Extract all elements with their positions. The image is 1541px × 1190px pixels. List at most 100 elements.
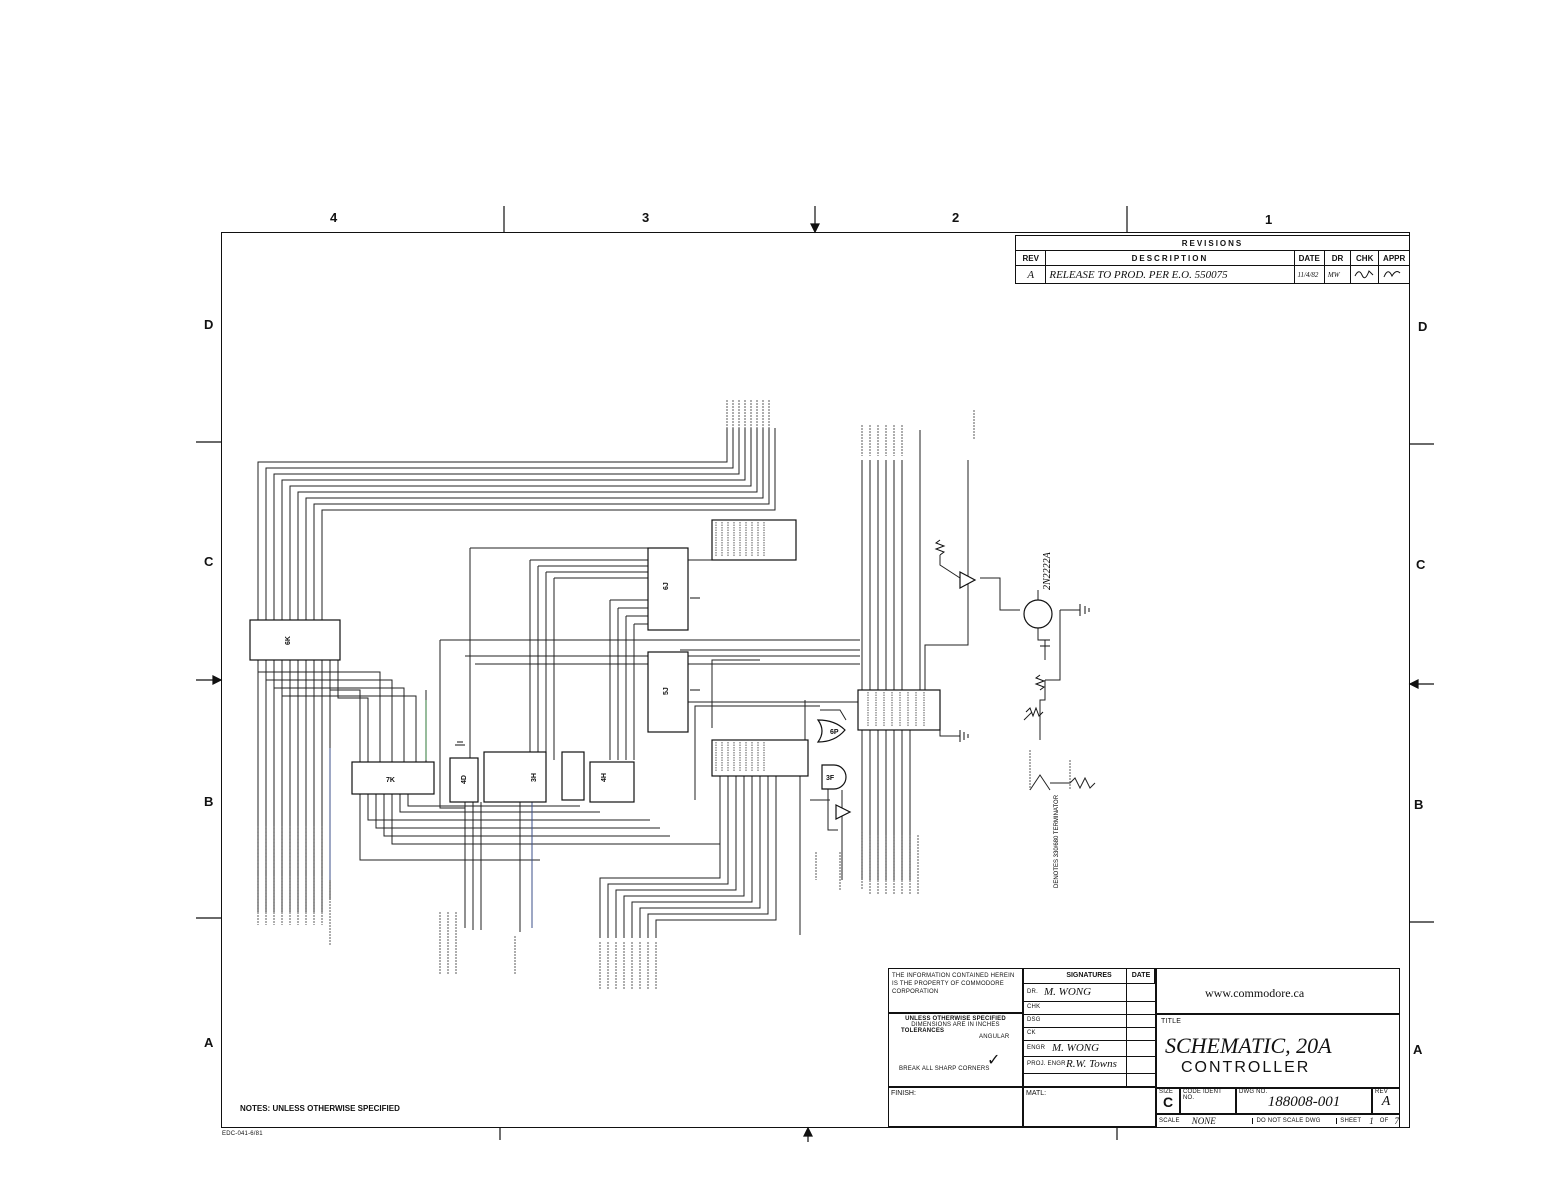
sheet-value: 1 [1369, 1116, 1374, 1126]
dsg-label: DSG [1027, 1017, 1041, 1023]
gate-6p [816, 719, 846, 743]
chip-7k [351, 761, 435, 795]
chk-label: CHK [1027, 1004, 1041, 1010]
tolerances-label: TOLERANCES [901, 1028, 945, 1034]
checkmark-icon: ✓ [987, 1052, 1001, 1069]
chip-upper-right [711, 519, 797, 561]
chip-5j [647, 651, 689, 733]
zone-row-b-left: B [204, 794, 214, 809]
chip-3f-label: 3F [826, 775, 835, 782]
zone-row-b-right: B [1414, 797, 1424, 812]
engr-name: M. WONG [1052, 1042, 1100, 1054]
zone-row-c-right: C [1416, 557, 1426, 572]
chip-3g [561, 751, 585, 801]
signal-label-print [257, 400, 1071, 990]
zone-col-4: 4 [330, 210, 338, 225]
zone-col-1: 1 [1265, 212, 1273, 227]
scale-value: NONE [1191, 1116, 1216, 1126]
transistor-label: 2N2222A [1042, 551, 1053, 590]
engr-label: ENGR [1027, 1045, 1046, 1051]
title-block-tolerances: UNLESS OTHERWISE SPECIFIED DIMENSIONS AR… [888, 1013, 1023, 1087]
dr-label: DR. [1027, 989, 1038, 995]
form-number: EDC-041-6/81 [222, 1131, 263, 1137]
chip-3h-label: 3H [531, 773, 538, 782]
title-block-code-ident: CODE IDENT NO. [1180, 1088, 1236, 1114]
break-note: BREAK ALL SHARP CORNERS [899, 1066, 990, 1072]
chip-6j-label: 6J [663, 582, 670, 590]
size-label: SIZE [1159, 1089, 1174, 1095]
rev-row-appr [1378, 265, 1410, 284]
zone-col-3: 3 [642, 210, 650, 225]
dont-scale-note: DO NOT SCALE DWG [1251, 1118, 1337, 1124]
title-block-proprietary: THE INFORMATION CONTAINED HEREIN IS THE … [888, 968, 1023, 1013]
rev-label: REV [1375, 1089, 1388, 1095]
date-header: DATE [1127, 969, 1155, 984]
of-label: OF [1379, 1118, 1389, 1124]
dwg-no-value: 188008-001 [1267, 1094, 1341, 1110]
chip-6j [647, 547, 689, 631]
chip-3h [483, 751, 547, 803]
chip-6p-label: 6P [830, 729, 839, 736]
dwg-no-label: DWG NO. [1239, 1089, 1268, 1095]
title-line1: SCHEMATIC, 20A [1165, 1033, 1332, 1058]
matl-label: MATL: [1026, 1090, 1047, 1097]
chip-4d [449, 757, 479, 803]
title-block-dwg-no: DWG NO. 188008-001 [1236, 1088, 1372, 1114]
rev-row-date: 11/4/82 [1293, 265, 1325, 284]
revisions-table: REVISIONS REV DESCRIPTION DATE DR CHK AP… [1014, 235, 1410, 284]
proj-engr-name: R.W. Towns [1066, 1058, 1117, 1070]
chip-4h [589, 761, 635, 803]
notes-label: NOTES: UNLESS OTHERWISE SPECIFIED [240, 1104, 400, 1113]
chip-6k-label: 6K [285, 636, 292, 645]
chip-right-bus [857, 689, 941, 731]
proj-engr-label: PROJ. ENGR [1027, 1061, 1066, 1067]
title-block-company: www.commodore.ca [1156, 968, 1400, 1014]
angular-label: ANGULAR [979, 1034, 1010, 1040]
title-block-signatures: SIGNATURES DR. M. WONG CHK DSG CK ENGR M… [1023, 968, 1156, 1087]
transistor-2n2222a [1023, 599, 1053, 629]
chip-mid-right [711, 739, 809, 777]
title-label: TITLE [1161, 1018, 1182, 1025]
code-ident-label: CODE IDENT NO. [1183, 1089, 1222, 1101]
chip-6k [249, 619, 341, 661]
watermark: www.commodore.ca [1205, 986, 1305, 1000]
title-block-scale-row: SCALE NONE DO NOT SCALE DWG SHEET 1 OF 7 [1156, 1114, 1400, 1128]
chk-signature-icon [1354, 270, 1374, 279]
title-block-rev: REV A [1372, 1088, 1400, 1114]
drawing-border [221, 232, 1410, 1128]
title-line2: CONTROLLER [1181, 1059, 1311, 1076]
buffer-c [959, 571, 977, 589]
of-value: 7 [1394, 1116, 1400, 1126]
title-block-matl: MATL: [1023, 1087, 1156, 1127]
proprietary-text: THE INFORMATION CONTAINED HEREIN IS THE … [892, 973, 1015, 995]
zone-row-d-right: D [1418, 319, 1428, 334]
zone-row-c-left: C [204, 554, 214, 569]
zone-row-a-left: A [204, 1035, 214, 1050]
ck-label: CK [1027, 1030, 1036, 1036]
rev-row-rev: A [1014, 265, 1047, 284]
title-block-size: SIZE C [1156, 1088, 1180, 1114]
inverter-bottom [835, 804, 852, 820]
finish-label: FINISH: [891, 1090, 916, 1097]
chip-4d-label: 4D [461, 775, 468, 784]
rev-row-chk [1350, 265, 1380, 284]
appr-signature-icon [1383, 271, 1401, 278]
unless-note: UNLESS OTHERWISE SPECIFIED [905, 1016, 1006, 1022]
dimensions-note: DIMENSIONS ARE IN INCHES [911, 1022, 1000, 1028]
rev-value: A [1381, 1094, 1391, 1109]
rev-col-appr: APPR [1378, 250, 1410, 266]
scale-label: SCALE [1159, 1118, 1180, 1124]
title-block-title: TITLE SCHEMATIC, 20A CONTROLLER [1156, 1014, 1400, 1088]
zone-row-d-left: D [204, 317, 214, 332]
title-block-date-column: DATE [1126, 968, 1156, 1087]
sheet-label: SHEET [1336, 1118, 1361, 1124]
signatures-header: SIGNATURES [1024, 969, 1155, 983]
chip-4h-label: 4H [601, 773, 608, 782]
rev-row-description: RELEASE TO PROD. PER E.O. 550075 [1045, 265, 1295, 284]
zone-col-2: 2 [952, 210, 960, 225]
zone-row-a-right: A [1413, 1042, 1423, 1057]
size-value: C [1162, 1094, 1174, 1110]
title-block-finish: FINISH: [888, 1087, 1023, 1127]
